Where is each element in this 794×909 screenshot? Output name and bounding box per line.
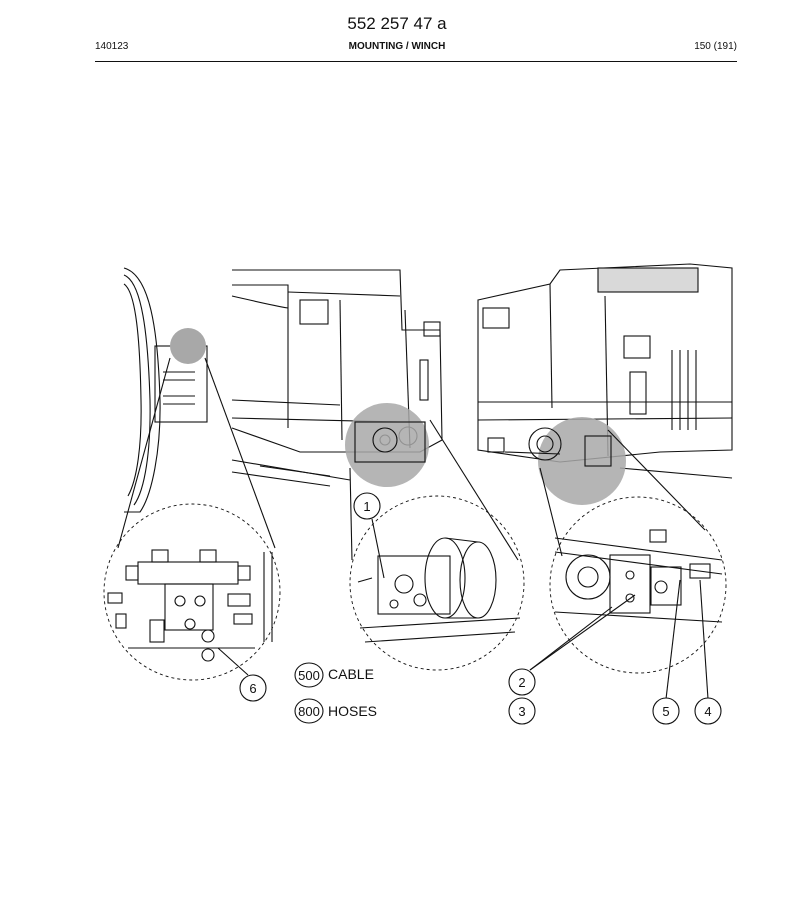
legend-code-hoses: 800 bbox=[298, 704, 320, 719]
callout-1: 1 bbox=[363, 499, 370, 514]
legend-label-cable: CABLE bbox=[328, 666, 374, 682]
legend-oval-hoses bbox=[294, 698, 324, 724]
legend-oval-cable bbox=[294, 662, 324, 688]
page-indicator: 150 (191) bbox=[694, 41, 737, 52]
detail-valve-block bbox=[103, 503, 281, 681]
callout-3: 3 bbox=[518, 704, 525, 719]
callout-5-circle bbox=[652, 697, 680, 725]
highlight-spot-winch bbox=[345, 403, 429, 487]
winch-mounting-illustration: 1 2 3 4 5 6 500 CABLE 800 HOSES bbox=[103, 263, 733, 725]
callout-6-circle bbox=[239, 674, 267, 702]
callout-2: 2 bbox=[518, 675, 525, 690]
header-rule bbox=[95, 61, 737, 62]
callout-6: 6 bbox=[249, 681, 256, 696]
legend-label-hoses: HOSES bbox=[328, 703, 377, 719]
callout-1-circle bbox=[353, 492, 381, 520]
date-code: 140123 bbox=[95, 41, 129, 52]
highlight-spot-control-panel bbox=[538, 417, 626, 505]
callout-4: 4 bbox=[704, 704, 711, 719]
detail-winch-drum bbox=[349, 495, 525, 671]
legend-code-cable: 500 bbox=[298, 668, 320, 683]
cab-side-view bbox=[123, 267, 208, 513]
detail-control-panel bbox=[549, 496, 727, 674]
callout-5: 5 bbox=[662, 704, 669, 719]
callout-4-circle bbox=[694, 697, 722, 725]
winch-housing-outline bbox=[354, 421, 426, 463]
callout-2-circle bbox=[508, 668, 536, 696]
document-number: 552 257 47 a bbox=[347, 14, 447, 33]
callout-3-circle bbox=[508, 697, 536, 725]
section-title: MOUNTING / WINCH bbox=[348, 41, 446, 52]
highlight-spot-valve bbox=[170, 328, 206, 364]
truck-rear-view bbox=[477, 263, 733, 479]
